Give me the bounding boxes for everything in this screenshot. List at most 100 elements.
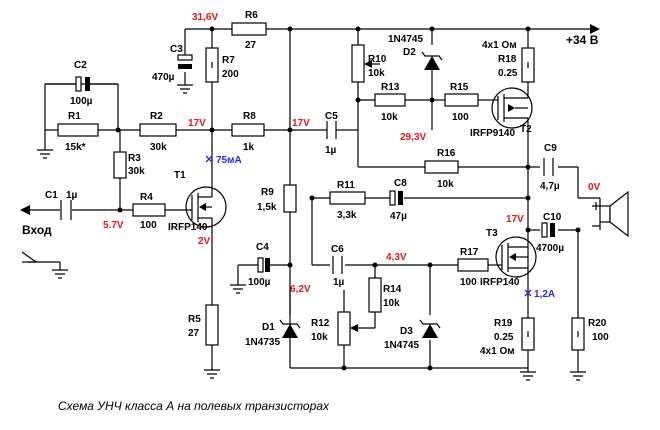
capacitor-c5 xyxy=(320,121,344,139)
label-d2-name: D2 xyxy=(403,47,416,58)
voltage-0v: 0V xyxy=(588,182,601,193)
label-r11-name: R11 xyxy=(337,180,355,191)
label-c4-value: 100µ xyxy=(248,277,271,288)
label-r13-name: R13 xyxy=(381,82,400,93)
label-r6-value: 27 xyxy=(245,40,257,51)
label-r12-name: R12 xyxy=(311,318,330,329)
label-r5-value: 27 xyxy=(188,328,200,339)
label-c10-value: 4700µ xyxy=(536,243,564,254)
resistor-r10 xyxy=(351,44,365,83)
resistor-r4 xyxy=(132,203,166,217)
mosfet-t3 xyxy=(495,236,537,278)
label-d3-value: 1N4745 xyxy=(384,340,419,351)
label-r19-value: 0.25 xyxy=(494,332,514,343)
voltage-17v-a: 17V xyxy=(188,118,206,129)
label-r2-value: 30k xyxy=(150,142,167,153)
junctions xyxy=(115,26,581,371)
voltage-2v: 2V xyxy=(198,236,211,247)
voltage-4-3: 4,3V xyxy=(386,252,407,263)
label-r9-value: 1,5k xyxy=(257,202,277,213)
capacitor-c6 xyxy=(332,256,343,274)
label-d3-name: D3 xyxy=(400,326,413,337)
voltage-labels: 31,6V 17V 17V 5.7V 2V 29,3V 0V 17V 4,3V … xyxy=(103,12,601,295)
voltage-17v-b: 17V xyxy=(292,118,310,129)
voltage-6-2: 6,2V xyxy=(290,284,311,295)
capacitor-c4 xyxy=(257,257,270,273)
label-r7-value: 200 xyxy=(222,69,239,80)
label-r15-name: R15 xyxy=(450,82,469,93)
capacitor-c2 xyxy=(45,76,118,92)
capacitor-c9 xyxy=(543,158,554,176)
input-arrows xyxy=(20,205,37,263)
label-r20-name: R20 xyxy=(588,318,607,329)
capacitor-c8 xyxy=(389,190,403,206)
label-c10-name: C10 xyxy=(543,212,562,223)
label-t1-value: IRFP140 xyxy=(168,222,208,233)
label-r17-value: 100 xyxy=(460,277,477,288)
label-r3-value: 30k xyxy=(128,166,145,177)
label-t2-value: IRFP9140 xyxy=(470,128,515,139)
resistor-r14 xyxy=(368,277,382,313)
label-c6-value: 1µ xyxy=(333,277,345,288)
mosfet-t2 xyxy=(491,87,533,129)
resistor-r13 xyxy=(374,93,406,107)
label-r16-value: 10k xyxy=(437,179,454,190)
label-r4-name: R4 xyxy=(140,192,153,203)
caption: Схема УНЧ класса А на полевых транзистор… xyxy=(58,399,330,413)
label-r8-value: 1k xyxy=(243,142,255,153)
label-t3-name: T3 xyxy=(486,228,498,239)
label-r3-name: R3 xyxy=(128,153,141,164)
label-c6-name: C6 xyxy=(331,244,344,255)
label-r14-value: 10k xyxy=(383,298,400,309)
label-r19-extra: 4x1 Ом xyxy=(480,346,515,357)
label-r18-extra: 4x1 Ом xyxy=(482,40,517,51)
resistor-r5 xyxy=(205,304,219,346)
label-r10-name: R10 xyxy=(368,54,387,65)
voltage-17v-c: 17V xyxy=(506,214,524,225)
label-r14-name: R14 xyxy=(383,284,402,295)
capacitor-c1 xyxy=(60,200,72,220)
label-r12-value: 10k xyxy=(311,332,328,343)
label-d1-name: D1 xyxy=(262,322,275,333)
resistor-r2 xyxy=(139,123,177,137)
component-labels: R1 15k* R2 30k R3 30k R4 100 R5 27 R6 27… xyxy=(45,10,609,357)
label-r5-name: R5 xyxy=(188,314,201,325)
label-r18-name: R18 xyxy=(498,54,517,65)
voltage-31-6: 31,6V xyxy=(192,12,218,23)
capacitors xyxy=(45,54,555,274)
current-1-2a: 1,2A xyxy=(534,289,555,300)
label-c3-name: C3 xyxy=(170,44,183,55)
label-r20-value: 100 xyxy=(592,332,609,343)
label-r10-value: 10k xyxy=(368,68,385,79)
label-c5-name: C5 xyxy=(325,111,338,122)
label-r16-name: R16 xyxy=(437,148,456,159)
capacitor-c3 xyxy=(177,54,193,69)
zener-d2 xyxy=(421,51,443,70)
label-t2-name: T2 xyxy=(520,124,532,135)
label-d2-value: 1N4745 xyxy=(388,34,423,45)
zener-d1 xyxy=(279,319,301,345)
current-markers xyxy=(205,155,532,297)
resistor-r17 xyxy=(457,258,489,272)
label-c9-value: 4,7µ xyxy=(540,181,560,192)
label-r18-value: 0.25 xyxy=(498,68,518,79)
current-labels: 75мА 1,2A xyxy=(216,155,555,300)
resistor-r6 xyxy=(231,22,267,36)
label-c8-name: C8 xyxy=(394,178,407,189)
label-c3-value: 470µ xyxy=(152,72,175,83)
resistor-r9 xyxy=(283,184,297,213)
current-75ma: 75мА xyxy=(216,155,242,166)
label-r7-name: R7 xyxy=(222,55,235,66)
label-c2-name: C2 xyxy=(74,60,87,71)
label-c2-value: 100µ xyxy=(70,96,93,107)
label-t1-name: T1 xyxy=(174,170,186,181)
label-d1-value: 1N4735 xyxy=(245,337,280,348)
label-r6-name: R6 xyxy=(245,10,258,21)
voltage-5-7: 5.7V xyxy=(103,220,124,231)
label-r1-value: 15k* xyxy=(65,142,86,153)
label-c4-name: C4 xyxy=(256,242,269,253)
input-label: Вход xyxy=(22,223,52,237)
resistors xyxy=(57,22,585,351)
label-c8-value: 47µ xyxy=(390,211,407,222)
label-c1-name: C1 xyxy=(45,190,58,201)
